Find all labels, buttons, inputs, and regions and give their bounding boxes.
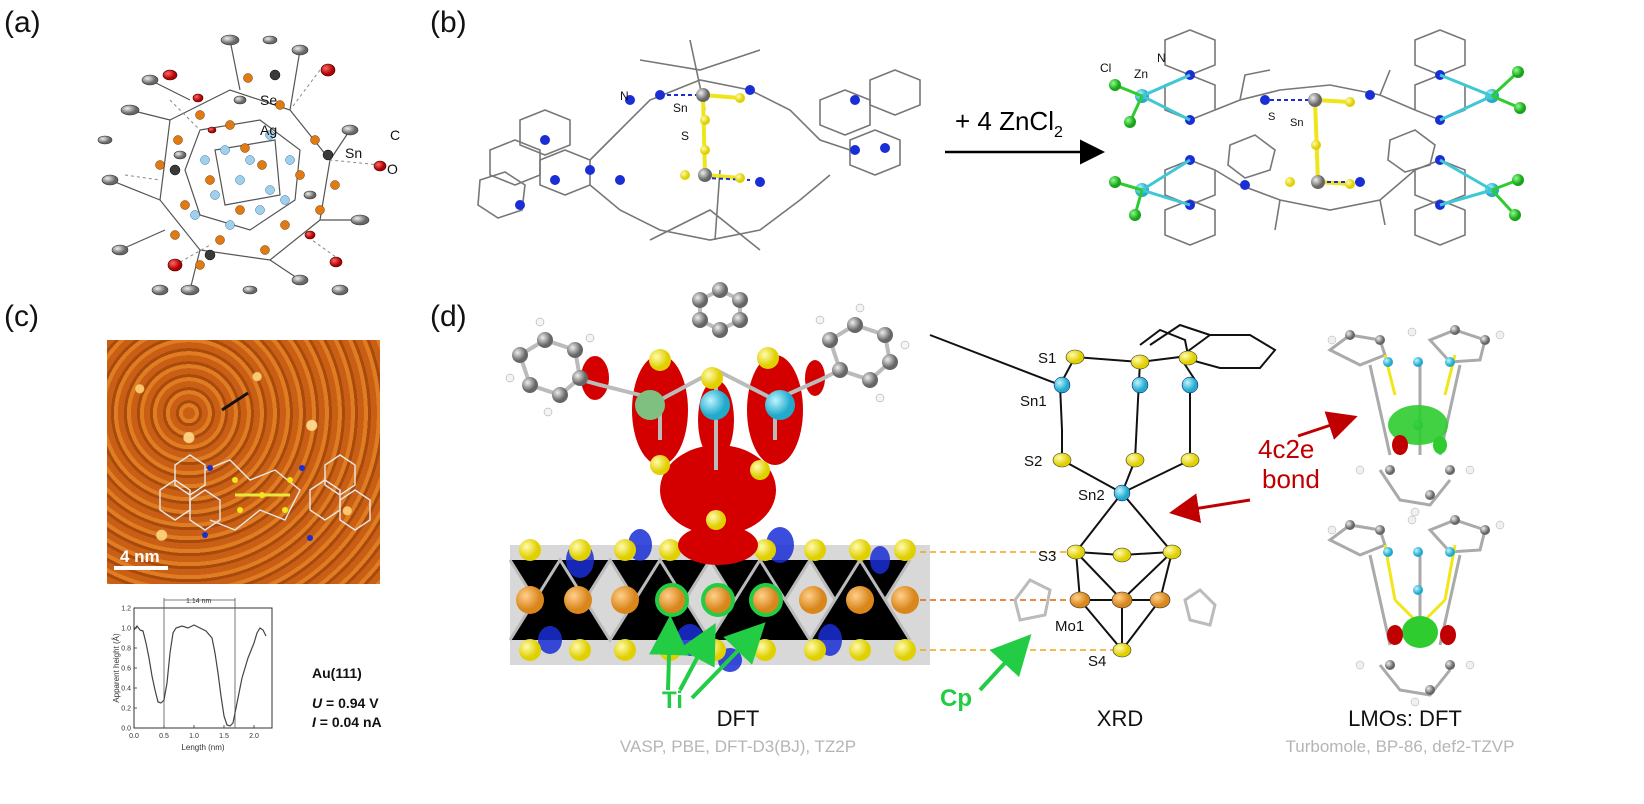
label-sn: Sn — [345, 145, 362, 161]
profile-ytick-label: 1.0 — [121, 626, 131, 633]
bond-annotation: 4c2e bond — [1169, 411, 1358, 524]
bond-label-line1: 4c2e — [1258, 434, 1314, 464]
profile-ytick-label: 0.0 — [121, 726, 131, 733]
dft-method: VASP, PBE, DFT-D3(BJ), TZ2P — [620, 737, 856, 756]
cp-label: Cp — [940, 685, 972, 712]
label-ag: Ag — [260, 122, 277, 138]
cp-arrow — [978, 634, 1032, 692]
stm-conditions: Au(111) U = 0.94 V I = 0.04 nA — [312, 665, 382, 730]
profile-xtick-label: 0.5 — [159, 733, 169, 740]
ti-arrows — [649, 615, 766, 700]
profile-line — [133, 624, 267, 727]
height-profile-chart: 0.0 0.2 0.4 0.6 0.8 1.0 1.2 0.0 0.5 1.0 1.5 2.0 1.… — [112, 598, 273, 752]
label-se: Se — [260, 92, 277, 108]
profile-xtick-label: 1.5 — [219, 733, 229, 740]
label-s-right: S — [1268, 111, 1275, 123]
panel-label-a: (a) — [4, 6, 41, 39]
profile-xtick-label: 1.0 — [189, 733, 199, 740]
profile-ytick-label: 0.2 — [121, 706, 131, 713]
profile-ytick-label: 0.6 — [121, 666, 131, 673]
profile-annotation: 1.14 nm — [186, 598, 211, 605]
lmo-structure-bottom — [1327, 515, 1505, 707]
lmo-method: Turbomole, BP-86, def2-TZVP — [1286, 737, 1515, 756]
bias-voltage: U = 0.94 V — [312, 695, 379, 711]
molecule-left-b — [477, 39, 921, 251]
label-n-left: N — [620, 89, 629, 103]
tunnel-current: I = 0.04 nA — [312, 714, 382, 730]
panel-label-b: (b) — [430, 6, 467, 39]
cluster-structure-a: Se Ag Sn C O — [97, 34, 400, 296]
atom-s4: S4 — [1088, 653, 1106, 670]
dft-model: Ti DFT VASP, PBE, DFT-D3(BJ), TZ2P — [505, 282, 930, 756]
profile-ytick-label: 1.2 — [121, 606, 131, 613]
atom-sn1: Sn1 — [1020, 393, 1047, 410]
label-c: C — [390, 127, 400, 143]
profile-xtick-label: 0.0 — [129, 733, 139, 740]
stm-overlay: 4 nm — [114, 391, 371, 570]
molecule-left-core: N Sn S — [515, 85, 890, 210]
dft-title: DFT — [717, 706, 760, 731]
atom-s1: S1 — [1038, 350, 1056, 367]
lmo-structure-top — [1327, 325, 1505, 517]
stm-scalebar-label: 4 nm — [120, 547, 160, 566]
label-o: O — [387, 161, 398, 177]
reaction-reagent: + 4 ZnCl2 — [955, 106, 1063, 141]
layer-connectors — [920, 551, 1118, 651]
atom-mo1: Mo1 — [1055, 618, 1084, 635]
lmo-title: LMOs: DFT — [1348, 706, 1462, 731]
profile-frame — [133, 607, 273, 729]
xrd-structure: S1 Sn1 S2 Sn2 S3 Mo1 S4 Cp XRD — [929, 323, 1277, 731]
molecule-right-core: Cl Zn N S Sn — [1100, 51, 1526, 221]
panel-label-d: (d) — [430, 300, 467, 333]
profile-ylabel: Apparent height (Å) — [112, 633, 121, 703]
label-sn-right: Sn — [1290, 117, 1303, 129]
ti-label: Ti — [662, 687, 683, 714]
atom-sn2: Sn2 — [1078, 487, 1105, 504]
xrd-title: XRD — [1097, 706, 1143, 731]
atom-s2: S2 — [1024, 453, 1042, 470]
panel-label-c: (c) — [4, 300, 39, 333]
label-n-right: N — [1157, 51, 1166, 65]
stm-image — [107, 340, 380, 584]
label-sn-left: Sn — [673, 101, 688, 115]
label-cl: Cl — [1100, 61, 1111, 75]
label-zn: Zn — [1134, 67, 1148, 81]
surface-label: Au(111) — [312, 665, 362, 681]
profile-ytick-label: 0.4 — [121, 686, 131, 693]
atom-s3: S3 — [1038, 548, 1056, 565]
profile-ytick-label: 0.8 — [121, 646, 131, 653]
profile-xtick-label: 2.0 — [249, 733, 259, 740]
profile-xlabel: Length (nm) — [181, 743, 224, 752]
bond-label-line2: bond — [1262, 464, 1320, 494]
top-ligands — [505, 282, 910, 530]
label-s-left: S — [681, 129, 689, 143]
